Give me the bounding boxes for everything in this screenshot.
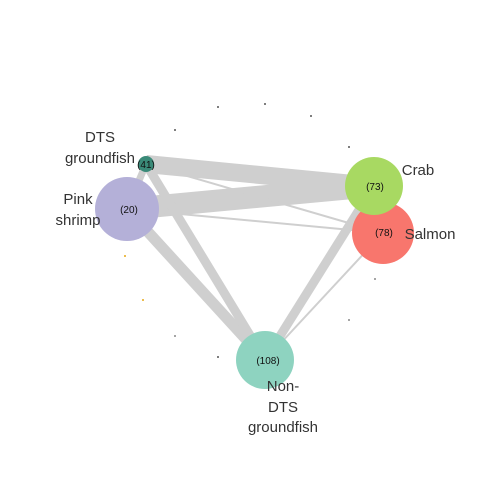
node-crab-circle — [345, 157, 403, 215]
node-pink-shrimp-circle — [95, 177, 159, 241]
node-pink-shrimp[interactable]: (20) Pink shrimp — [55, 177, 159, 241]
node-dts-groundfish-count: (41) — [137, 160, 155, 171]
node-dts-groundfish-label-line2: groundfish — [65, 150, 135, 167]
node-salmon[interactable]: (78) Salmon — [352, 202, 455, 264]
node-dts-groundfish-label-line1: DTS — [85, 129, 115, 146]
node-pink-shrimp-label-line1: Pink — [63, 191, 93, 208]
minor-node-dot — [348, 319, 350, 321]
minor-node-dot — [264, 103, 266, 105]
minor-node-dot — [174, 335, 176, 337]
node-salmon-count: (78) — [375, 228, 393, 239]
node-non-dts-groundfish-circle — [236, 331, 294, 389]
node-crab[interactable]: (73) Crab — [345, 157, 434, 215]
minor-node-dot — [174, 129, 176, 131]
minor-node-dot — [348, 146, 350, 148]
node-non-dts-groundfish[interactable]: (108) Non- DTS groundfish — [236, 331, 318, 436]
minor-node-dot — [124, 255, 126, 257]
node-dts-groundfish-circle — [138, 156, 154, 172]
node-non-dts-groundfish-count: (108) — [256, 356, 279, 367]
node-pink-shrimp-count: (20) — [120, 205, 138, 216]
edge-dts-groundfish-non-dts — [142, 161, 269, 363]
node-non-dts-groundfish-label-line2: DTS — [268, 399, 298, 416]
node-salmon-label: Salmon — [405, 226, 456, 243]
minor-node-dot — [217, 106, 219, 108]
nodes-layer: (41) DTS groundfish (20) Pink shrimp (78… — [55, 129, 455, 436]
node-non-dts-groundfish-label-line3: groundfish — [248, 419, 318, 436]
node-dts-groundfish[interactable]: (41) DTS groundfish — [65, 129, 155, 172]
edge-pink-shrimp-salmon — [126, 208, 384, 234]
minor-node-dot — [310, 115, 312, 117]
node-pink-shrimp-label-line2: shrimp — [55, 212, 100, 229]
minor-node-dot — [374, 278, 376, 280]
edge-pink-shrimp-non-dts — [122, 205, 270, 364]
edges-layer — [122, 155, 384, 364]
minor-nodes-layer — [124, 103, 376, 358]
edge-dts-groundfish-salmon — [145, 163, 384, 234]
edge-dts-groundfish-crab — [145, 155, 375, 195]
minor-node-dot — [217, 356, 219, 358]
node-non-dts-groundfish-label-line1: Non- — [267, 378, 300, 395]
node-crab-count: (73) — [366, 182, 384, 193]
minor-node-dot — [142, 299, 144, 301]
node-crab-label: Crab — [402, 162, 435, 179]
edge-crab-non-dts — [261, 183, 378, 363]
node-salmon-circle — [352, 202, 414, 264]
